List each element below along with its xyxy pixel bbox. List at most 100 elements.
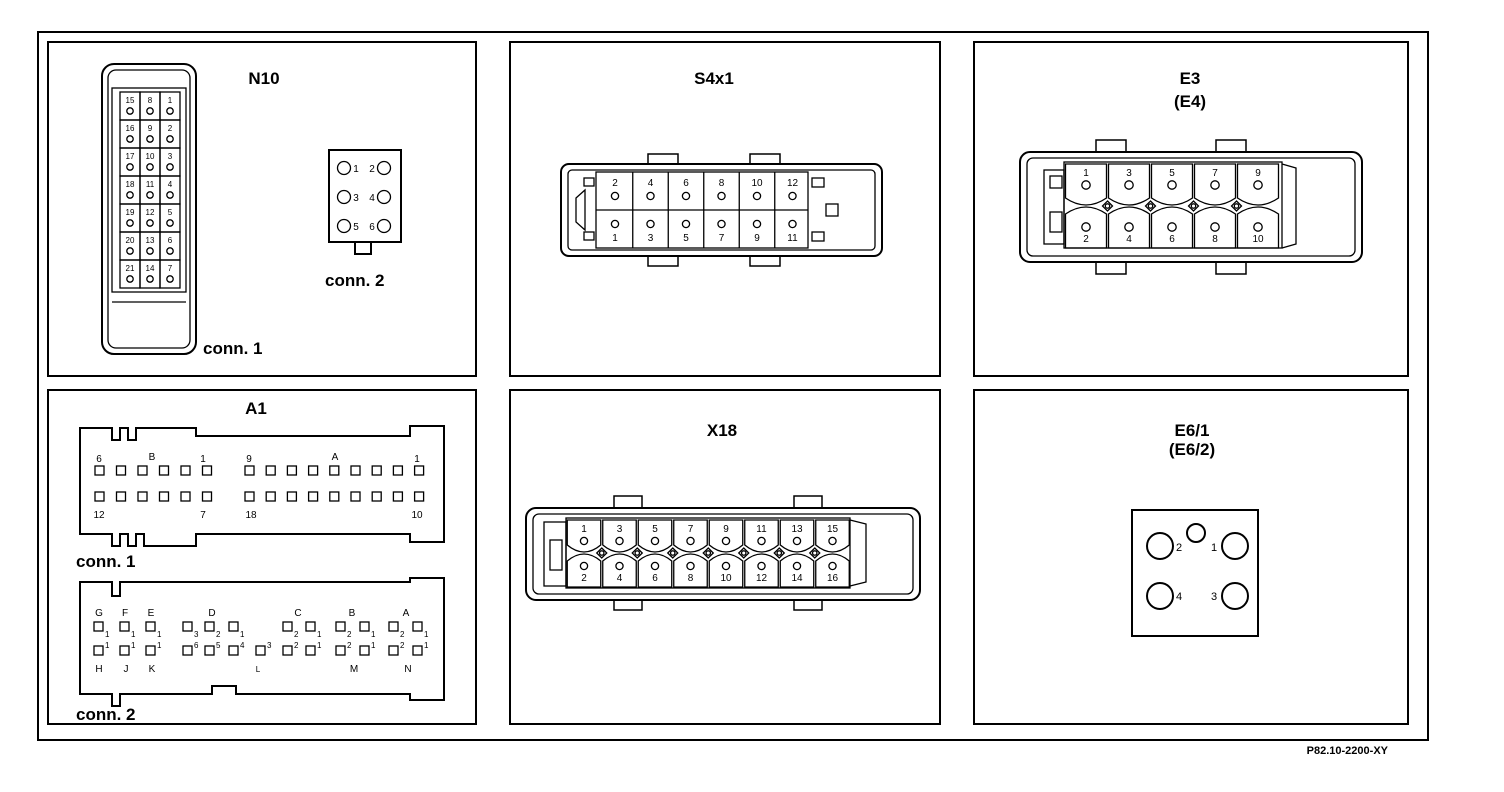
a1-conn1-pin [371, 491, 382, 502]
x18-pin [615, 536, 624, 546]
a1-conn1-pin [94, 491, 105, 502]
a1-conn2-label-L: L [256, 665, 261, 674]
n10-conn1-pin-number: 3 [168, 152, 173, 161]
x18-pin [757, 561, 766, 571]
a1-conn1-label-7: 7 [200, 510, 206, 521]
x18-pin [792, 536, 802, 546]
s4x1-pin [788, 219, 797, 229]
s4x1-pin [752, 191, 762, 201]
a1-conn1-pin [350, 465, 361, 476]
e3-pin-number: 7 [1212, 168, 1218, 179]
s4x1-pin-number: 4 [648, 178, 654, 189]
n10-conn2-pin-number: 6 [369, 222, 375, 233]
e3-cavity [1064, 206, 1108, 249]
n10-conn1-pin [126, 191, 134, 199]
a1-conn1-label-12: 12 [93, 510, 105, 521]
a1-conn2-label-K: K [149, 664, 156, 675]
x18-pin-number: 12 [756, 573, 768, 584]
x18-title: X18 [707, 421, 737, 440]
x18-cavity [566, 553, 602, 588]
a1-conn2-pin [228, 621, 239, 632]
e3-subtitle: (E4) [1174, 92, 1206, 111]
a1-conn1-pin [413, 491, 425, 502]
n10-conn1-pin [146, 219, 154, 227]
n10-conn1-pin [166, 247, 174, 255]
a1-conn1-pin [307, 465, 319, 476]
a1-conn2-pin-index: 1 [105, 630, 110, 639]
e3-pin [1210, 222, 1220, 232]
a1-conn1-pin [329, 491, 340, 502]
s4x1-title: S4x1 [694, 69, 734, 88]
x18-pin-number: 9 [723, 524, 729, 535]
a1-conn1-pin [115, 491, 127, 502]
a1-conn2-pin [282, 645, 293, 656]
e3-cavity [1193, 163, 1237, 206]
n10-conn1-pin-number: 8 [148, 96, 153, 105]
s4x1-pin [681, 219, 691, 229]
e6-pin-2: 2 [1176, 542, 1182, 554]
n10-conn2-pin [376, 218, 392, 234]
a1-conn2-pin-index: 2 [294, 641, 299, 650]
x18-pin [579, 536, 589, 546]
x18-cavity [602, 553, 637, 588]
x18-cavity [815, 519, 850, 553]
drawing-reference: P82.10-2200-XY [1307, 745, 1389, 757]
a1-conn1-pin [201, 491, 213, 502]
outer-frame [37, 31, 1429, 741]
x18-cavity [779, 519, 815, 553]
e3-title: E3 [1180, 69, 1201, 88]
x18-pin-number: 5 [652, 524, 658, 535]
e3-key-hole [1147, 203, 1154, 209]
n10-conn1-pin-number: 21 [126, 264, 135, 273]
a1-conn2-pin-index: 1 [157, 641, 162, 650]
e3-key-diamond [1101, 200, 1114, 212]
n10-conn1-pin-number: 15 [126, 96, 135, 105]
n10-conn1-pin [126, 107, 134, 115]
a1-conn1-pin [392, 491, 404, 502]
e3-pin-number: 8 [1212, 234, 1218, 245]
a1-conn2-label-D: D [208, 608, 215, 619]
x18-cavity [566, 519, 602, 553]
a1-conn2-label-E: E [148, 608, 155, 619]
s4x1-pin-number: 11 [787, 233, 798, 244]
n10-conn1-pin-number: 10 [146, 152, 155, 161]
x18-pin [650, 561, 660, 571]
s4x1-pin-number: 9 [754, 233, 760, 244]
a1-conn1-pin [244, 491, 255, 502]
s4x1-pin-number: 7 [719, 233, 725, 244]
x18-pin-number: 6 [652, 573, 658, 584]
x18-key-hole [811, 550, 818, 556]
a1-conn1-pin [94, 465, 105, 476]
a1-conn2-pin-index: 1 [317, 630, 322, 639]
a1-conn2-pin [228, 645, 239, 656]
n10-conn1-pin [126, 163, 134, 171]
x18-key-hole [598, 550, 605, 556]
x18-cavity [673, 553, 708, 588]
e3-pin-number: 6 [1169, 234, 1175, 245]
n10-conn1-pin [146, 275, 154, 283]
n10-conn1-pin-number: 5 [168, 208, 173, 217]
a1-conn2-label-C: C [294, 608, 301, 619]
s4x1-pin [752, 219, 762, 229]
e3-pin [1081, 222, 1091, 232]
e3-key-hole [1104, 203, 1111, 209]
e3-cavity [1150, 163, 1194, 206]
n10-conn1-pin [146, 247, 154, 255]
a1-conn2-label-F: F [122, 608, 128, 619]
x18-pin [757, 536, 766, 546]
x18-pin [721, 536, 731, 546]
x18-cavity [673, 519, 708, 553]
a1-conn2-pin [335, 621, 346, 632]
a1-conn2-label-J: J [124, 664, 129, 675]
a1-conn2-label-M: M [350, 664, 358, 675]
a1-conn2-pin-index: 2 [347, 630, 352, 639]
panel-s4x1 [509, 41, 941, 377]
e3-pin-number: 4 [1126, 234, 1132, 245]
x18-pin-number: 1 [581, 524, 587, 535]
n10-conn1-pin-number: 18 [126, 180, 135, 189]
a1-conn1-pin [180, 491, 191, 502]
a1-conn2-pin [93, 645, 104, 656]
